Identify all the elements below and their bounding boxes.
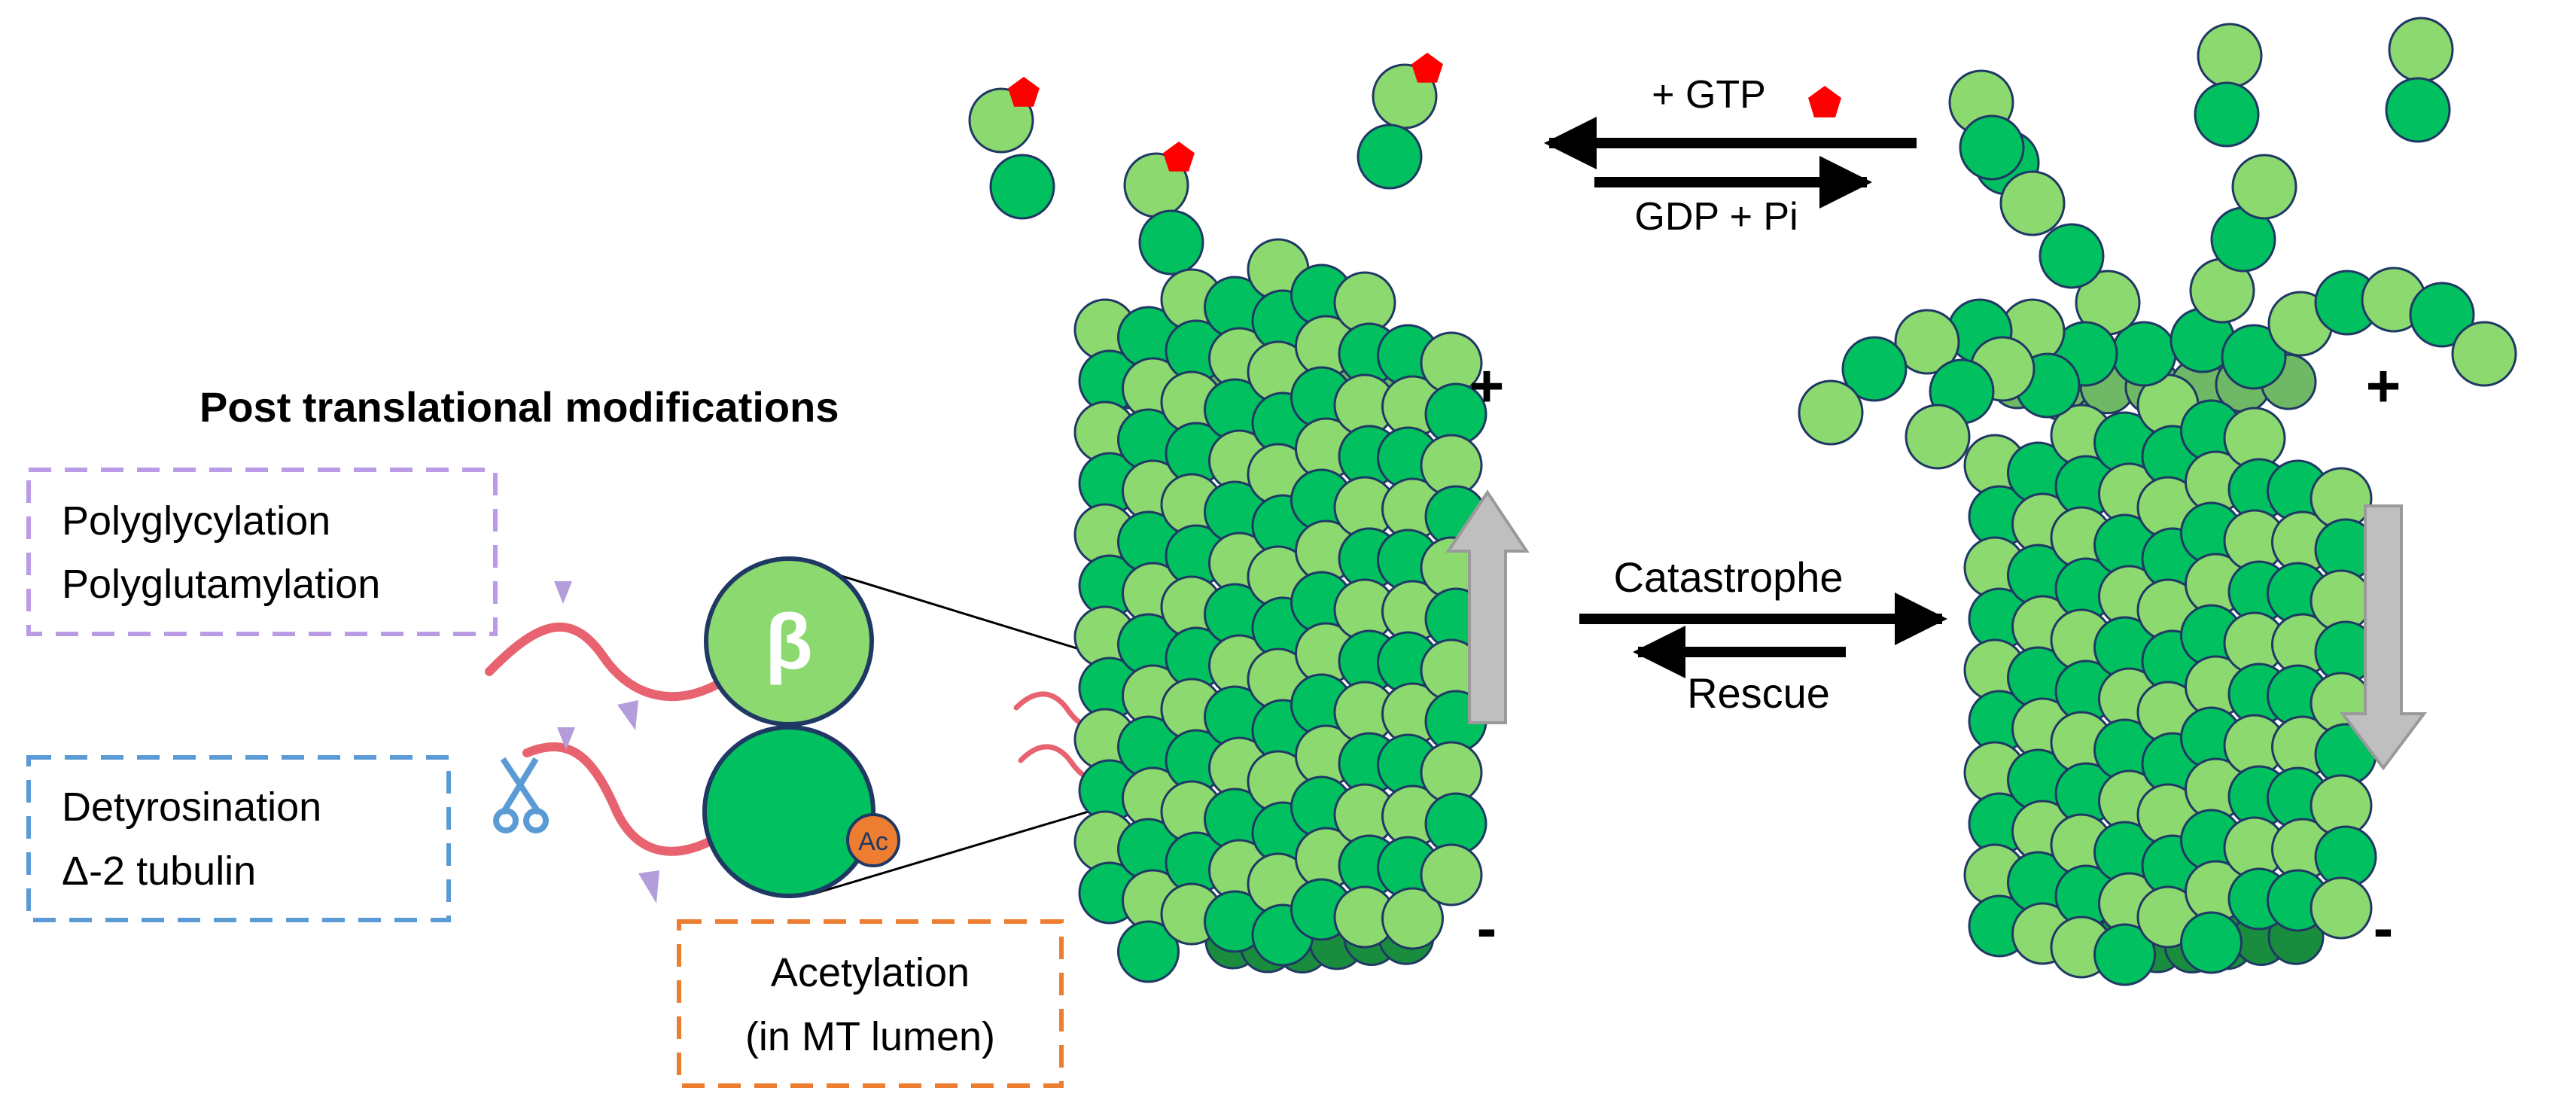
modification-site-icon	[557, 727, 575, 750]
plus-end-label-left: +	[1469, 352, 1505, 419]
peeling-tubulin-bead	[1959, 114, 2025, 181]
peeling-tubulin-bead	[2409, 282, 2475, 348]
scissors-icon	[493, 757, 549, 833]
gtp-pentagon-icon	[1808, 86, 1841, 117]
minus-end-label-right: -	[2374, 894, 2394, 961]
shrinking-microtubule	[1798, 114, 2517, 986]
peeling-tubulin-bead	[1894, 309, 1960, 375]
beta-c-terminal-tail	[485, 622, 727, 702]
peeling-tubulin-bead	[1841, 336, 1908, 402]
alpha-tubulin-bead	[989, 154, 1055, 220]
detyrosination-box: Detyrosination Δ-2 tubulin	[26, 755, 451, 922]
zoom-line-bottom	[811, 806, 1104, 896]
tubulin-bead	[2310, 876, 2373, 940]
tubulin-bead	[1117, 920, 1180, 983]
polyglutamylation-label: Polyglutamylation	[62, 562, 380, 607]
tubulin-dimer: β Ac	[702, 556, 900, 898]
acetylation-label: Acetylation	[771, 950, 970, 995]
acetylation-box: Acetylation (in MT lumen)	[677, 919, 1064, 1088]
peeling-tubulin-bead	[2221, 324, 2287, 390]
polyglycylation-box: Polyglycylation Polyglutamylation	[26, 468, 498, 636]
beta-label: β	[765, 599, 812, 686]
gtp-label: + GTP	[1652, 73, 1766, 117]
ptm-title: Post translational modifications	[199, 383, 839, 431]
plus-end-label-right: +	[2366, 352, 2401, 419]
alpha-tubulin-subunit	[702, 725, 875, 898]
peeling-tubulin-bead	[1999, 170, 2066, 236]
gtp-pentagon-icon	[1008, 77, 1040, 107]
growth-arrow	[1445, 489, 1530, 724]
shrink-arrow	[2340, 504, 2427, 771]
peeling-tubulin-bead	[1905, 404, 1971, 470]
alpha-tubulin-bead	[1138, 209, 1204, 276]
alpha-tubulin-bead	[2194, 81, 2260, 148]
alpha-tubulin-bead	[1357, 123, 1423, 190]
catastrophe-label: Catastrophe	[1613, 553, 1843, 601]
peeling-tubulin-bead	[2039, 223, 2105, 289]
peeling-tubulin-bead	[1798, 379, 1864, 446]
modification-site-icon	[554, 581, 572, 604]
beta-tubulin-bead	[2388, 17, 2454, 83]
peeling-tubulin-bead	[2451, 321, 2517, 387]
minus-end-label-left: -	[1477, 894, 1497, 961]
beta-tubulin-subunit	[704, 556, 874, 727]
rescue-label: Rescue	[1687, 669, 1830, 717]
alpha-c-terminal-tail	[522, 742, 718, 856]
detyrosination-label: Detyrosination	[62, 785, 321, 830]
acetyl-label: Ac	[858, 827, 888, 856]
lumen-label: (in MT lumen)	[745, 1014, 995, 1059]
modification-site-icon	[617, 700, 638, 730]
zoom-line-top	[833, 572, 1104, 658]
tubulin-bead	[2180, 911, 2243, 974]
tubulin-bead	[1420, 843, 1483, 906]
nucleotide-exchange: + GTP GDP + Pi	[1544, 73, 1917, 239]
delta2-tubulin-label: Δ-2 tubulin	[62, 849, 256, 894]
beta-tubulin-bead	[2197, 23, 2263, 89]
modification-site-icon	[638, 870, 659, 903]
acetyl-group	[846, 813, 900, 867]
polyglycylation-label: Polyglycylation	[62, 498, 330, 544]
tubulin-bead	[1381, 887, 1444, 950]
alpha-tubulin-bead	[2385, 77, 2451, 143]
tubulin-bead	[2093, 923, 2156, 986]
gdp-label: GDP + Pi	[1634, 195, 1798, 239]
peeling-tubulin-bead	[2231, 154, 2297, 220]
gtp-pentagon-icon	[1163, 142, 1195, 172]
growing-microtubule	[1073, 238, 1487, 983]
gtp-pentagon-icon	[1411, 53, 1443, 83]
